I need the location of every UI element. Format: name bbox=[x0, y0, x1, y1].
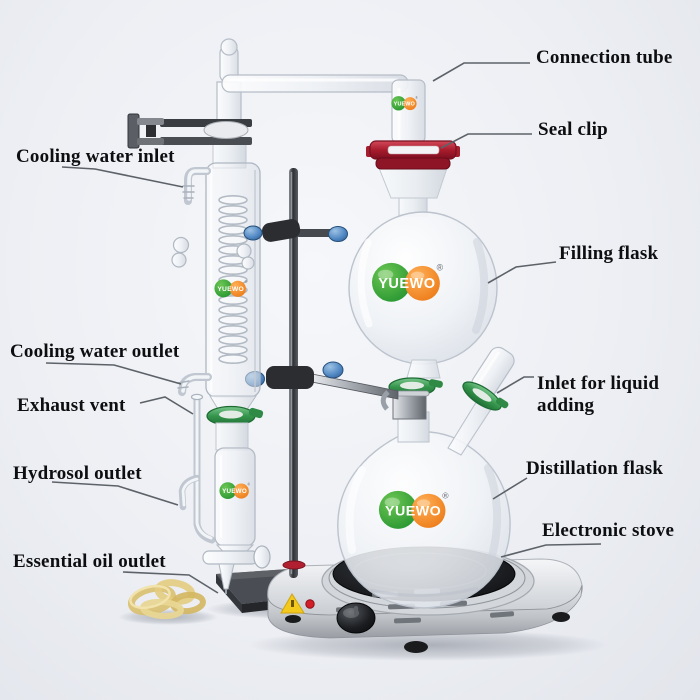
clamp-knob-mid-right[interactable] bbox=[328, 226, 348, 242]
essential-oil-rings bbox=[127, 579, 206, 620]
leader-distillation-flask bbox=[492, 477, 528, 500]
label-essential-oil-outlet: Essential oil outlet bbox=[13, 551, 166, 572]
temperature-knob[interactable] bbox=[336, 602, 376, 634]
condenser: YUEWO ® YUEWO ® YUEWO ® bbox=[171, 139, 449, 529]
label-exhaust-vent: Exhaust vent bbox=[17, 395, 126, 416]
label-inlet-for-liquid-adding: Inlet for liquid adding bbox=[537, 373, 660, 417]
flask-clamp bbox=[245, 361, 399, 411]
svg-text:®: ® bbox=[415, 96, 418, 100]
label-electronic-stove: Electronic stove bbox=[542, 520, 675, 541]
label-cooling-water-inlet: Cooling water inlet bbox=[16, 146, 175, 167]
warning-triangle-icon bbox=[280, 593, 305, 614]
leader-lines bbox=[45, 62, 602, 594]
label-distillation-flask: Distillation flask bbox=[526, 458, 664, 479]
clamp-knob-right[interactable] bbox=[322, 361, 344, 379]
oil-water-separator: YUEWO ® bbox=[178, 393, 271, 594]
stove-foot-right bbox=[552, 612, 570, 622]
cooling-water-inlet-port bbox=[182, 167, 211, 205]
tube-horizontal bbox=[221, 74, 409, 93]
svg-text:®: ® bbox=[247, 483, 250, 487]
glass-fittings bbox=[171, 236, 255, 270]
connection-tube: YUEWO ® bbox=[216, 38, 426, 145]
yuewo-logo-flask-filling: YUEWO ® bbox=[371, 263, 444, 302]
leader-exhaust-vent bbox=[139, 396, 194, 415]
oil-outlet-stopcock[interactable] bbox=[202, 545, 271, 594]
yuewo-logo-separator: YUEWO ® bbox=[219, 482, 250, 500]
leader-filling-flask bbox=[487, 261, 557, 284]
yuewo-logo-flask-distillation: YUEWO ® bbox=[378, 490, 449, 529]
leader-seal-clip bbox=[440, 133, 532, 149]
leader-inlet-liquid bbox=[496, 376, 534, 394]
stove-foot-front bbox=[404, 641, 428, 653]
svg-text:YUEWO: YUEWO bbox=[222, 488, 247, 495]
condenser-clamp bbox=[243, 219, 348, 242]
stove-foot-left bbox=[285, 615, 301, 623]
label-cooling-water-outlet: Cooling water outlet bbox=[10, 341, 180, 362]
clamp-jaw bbox=[380, 390, 390, 411]
svg-text:®: ® bbox=[244, 279, 247, 284]
svg-text:®: ® bbox=[437, 263, 444, 273]
leader-hydrosol-outlet bbox=[51, 481, 179, 506]
rod-red-ring bbox=[282, 560, 306, 570]
condenser-top-clamp bbox=[127, 113, 252, 149]
svg-text:YUEWO: YUEWO bbox=[385, 504, 441, 520]
exhaust-vent-tube bbox=[178, 393, 216, 544]
leader-connection-tube bbox=[432, 62, 530, 82]
leader-cooling-water-inlet bbox=[61, 166, 184, 188]
separator-joint bbox=[215, 422, 249, 451]
keck-clip-side-neck bbox=[462, 381, 509, 411]
seal-clip bbox=[366, 140, 460, 170]
leader-electronic-stove bbox=[500, 543, 602, 558]
label-hydrosol-outlet: Hydrosol outlet bbox=[13, 463, 142, 484]
label-connection-tube: Connection tube bbox=[536, 47, 673, 68]
label-filling-flask: Filling flask bbox=[559, 243, 659, 264]
thermo-port-tip bbox=[219, 38, 239, 83]
filling-flask-lower-neck bbox=[406, 359, 441, 379]
svg-text:YUEWO: YUEWO bbox=[378, 276, 435, 292]
svg-text:YUEWO: YUEWO bbox=[394, 101, 415, 107]
clamp-boss bbox=[266, 366, 314, 389]
label-seal-clip: Seal clip bbox=[538, 119, 608, 140]
yuewo-logo-condenser: YUEWO ® bbox=[214, 279, 247, 298]
cooling-water-outlet-port bbox=[177, 373, 212, 396]
svg-text:®: ® bbox=[442, 490, 449, 500]
clamp-knob-mid-left[interactable] bbox=[243, 225, 263, 241]
yuewo-logo-small-tube: YUEWO ® bbox=[391, 96, 418, 111]
svg-text:YUEWO: YUEWO bbox=[217, 286, 244, 293]
leader-essential-oil-outlet bbox=[122, 571, 219, 594]
leader-cooling-water-outlet bbox=[45, 362, 182, 385]
power-indicator-light bbox=[305, 599, 315, 609]
tube-vertical bbox=[391, 79, 426, 144]
ground-joint bbox=[378, 167, 448, 199]
